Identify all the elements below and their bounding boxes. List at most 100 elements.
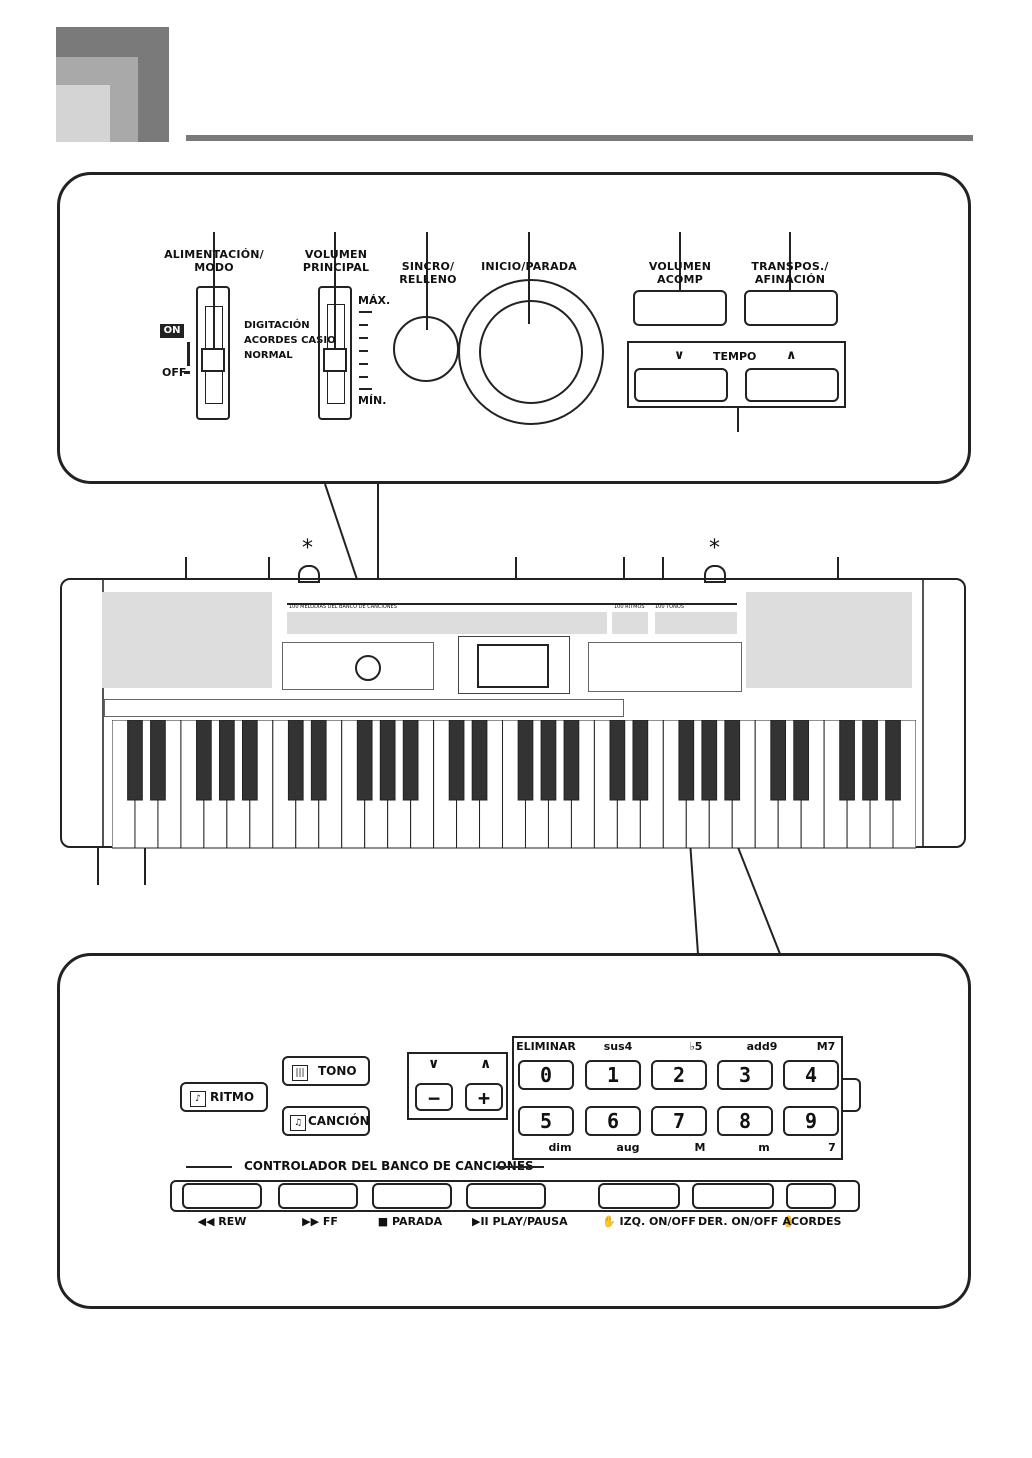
digit-key-2[interactable]: 2 — [651, 1060, 707, 1090]
black-key — [770, 720, 787, 801]
black-key — [517, 720, 534, 801]
mini-controls-left — [282, 642, 434, 690]
song-list-panel — [287, 612, 607, 634]
black-key — [379, 720, 396, 801]
speaker-right — [746, 592, 912, 688]
piano-icon: ||| — [292, 1065, 308, 1081]
controller-label-5: DER. ON/OFF ✋ — [698, 1215, 796, 1228]
black-key — [563, 720, 580, 801]
start-stop-label: INICIO/PARADA — [481, 260, 577, 273]
black-key — [678, 720, 695, 801]
digit-key-6[interactable]: 6 — [585, 1106, 641, 1136]
song-icon: ♫ — [290, 1115, 306, 1131]
off-label: OFF — [162, 366, 187, 379]
accomp-volume-button[interactable] — [633, 290, 727, 326]
down-glyph: ∨ — [428, 1056, 440, 1072]
black-key — [540, 720, 557, 801]
chord-label-top: add9 — [746, 1040, 778, 1053]
chord-label-bottom: M — [694, 1141, 706, 1154]
chord-label-top: ♭5 — [689, 1040, 703, 1053]
controller-button-1[interactable] — [278, 1183, 358, 1209]
controller-button-6[interactable] — [786, 1183, 836, 1209]
volume-slider[interactable] — [318, 286, 352, 420]
sync-fill-label: SINCRO/ RELLENO — [399, 260, 457, 286]
minus-button[interactable]: − — [415, 1083, 453, 1111]
black-key — [609, 720, 626, 801]
black-key — [724, 720, 741, 801]
black-key — [127, 720, 143, 801]
min-label: MÍN. — [358, 394, 387, 407]
rhythm-icon: ♪ — [190, 1091, 206, 1107]
rhythm-label: RITMO — [210, 1090, 255, 1104]
black-key — [219, 720, 235, 801]
chord-label-bottom: m — [758, 1141, 770, 1154]
black-key — [150, 720, 166, 801]
black-key — [632, 720, 649, 801]
transpose-tune-button[interactable] — [744, 290, 838, 326]
song-button[interactable]: ♫ CANCIÓN — [282, 1106, 370, 1136]
plus-button[interactable]: + — [465, 1083, 503, 1111]
tempo-label: TEMPO — [713, 350, 757, 363]
tone-label: TONO — [318, 1064, 357, 1078]
up-glyph: ∧ — [480, 1056, 492, 1072]
controller-label-0: ◀◀ REW — [197, 1215, 247, 1228]
controller-label-3: ▶II PLAY/PAUSA — [472, 1215, 568, 1228]
speaker-left — [102, 592, 272, 688]
piano-keys — [112, 720, 916, 849]
header-rule — [186, 135, 973, 141]
controller-button-2[interactable] — [372, 1183, 452, 1209]
handle-right — [704, 565, 726, 583]
main-volume-label: VOLUMEN PRINCIPAL — [302, 248, 370, 274]
black-key — [402, 720, 419, 801]
digit-key-8[interactable]: 8 — [717, 1106, 773, 1136]
tempo-up-button[interactable] — [745, 368, 839, 402]
icon-strip — [104, 699, 624, 717]
chord-label-bottom: aug — [616, 1141, 640, 1154]
tone-list-label: 100 TONOS — [655, 604, 684, 610]
chord-label-bottom: dim — [548, 1141, 572, 1154]
updown-group — [407, 1052, 508, 1120]
controller-button-0[interactable] — [182, 1183, 262, 1209]
sync-fill-button[interactable] — [393, 316, 459, 382]
controller-label-4: ✋ IZQ. ON/OFF — [602, 1215, 696, 1228]
lcd-display — [458, 636, 570, 694]
digit-key-4[interactable]: 4 — [783, 1060, 839, 1090]
controller-label-6: ACORDES — [782, 1215, 842, 1228]
digit-key-5[interactable]: 5 — [518, 1106, 574, 1136]
volume-scale — [359, 311, 372, 390]
chord-label-top: M7 — [816, 1040, 836, 1053]
chapter-tab-graphic — [56, 27, 169, 142]
mini-start-button — [355, 655, 381, 681]
chord-label-bottom: 7 — [828, 1141, 836, 1154]
power-mode-label: ALIMENTACIÓN/ MODO — [164, 248, 264, 274]
controller-button-3[interactable] — [466, 1183, 546, 1209]
power-switch-knob[interactable] — [201, 348, 225, 372]
tone-button[interactable]: ||| TONO — [282, 1056, 370, 1086]
black-key — [448, 720, 465, 801]
rhythm-button[interactable]: ♪ RITMO — [180, 1082, 268, 1112]
tempo-down-button[interactable] — [634, 368, 728, 402]
digit-key-0[interactable]: 0 — [518, 1060, 574, 1090]
controller-label: CONTROLADOR DEL BANCO DE CANCIONES — [244, 1159, 534, 1173]
tempo-group — [627, 341, 846, 408]
controller-button-5[interactable] — [692, 1183, 774, 1209]
chord-label-top: sus4 — [603, 1040, 633, 1053]
digit-key-1[interactable]: 1 — [585, 1060, 641, 1090]
black-key — [287, 720, 304, 801]
volume-slider-knob[interactable] — [323, 348, 347, 372]
black-key — [701, 720, 718, 801]
rhythm-list-panel — [612, 612, 648, 634]
black-key — [839, 720, 855, 801]
digit-key-9[interactable]: 9 — [783, 1106, 839, 1136]
black-key — [885, 720, 901, 801]
asterisk-left: * — [302, 536, 313, 561]
song-bank-list-label: 100 MELODÍAS DEL BANCO DE CANCIONES — [289, 604, 397, 610]
start-stop-button[interactable] — [479, 300, 583, 404]
controller-button-4[interactable] — [598, 1183, 680, 1209]
black-key — [196, 720, 212, 801]
mode-acordes-casio: ACORDES CASIO — [244, 335, 336, 346]
black-key — [241, 720, 258, 801]
digit-key-3[interactable]: 3 — [717, 1060, 773, 1090]
digit-key-7[interactable]: 7 — [651, 1106, 707, 1136]
song-label: CANCIÓN — [308, 1114, 370, 1128]
